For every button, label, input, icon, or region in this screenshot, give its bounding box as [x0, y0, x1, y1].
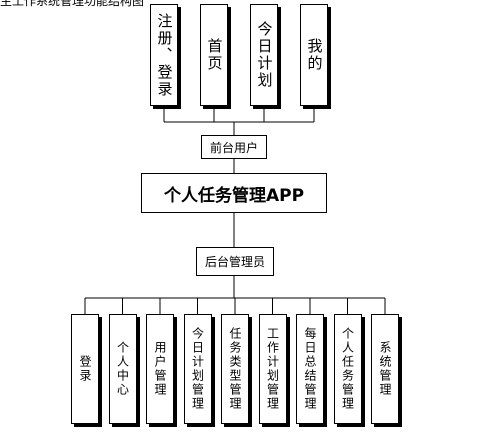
backend-module-label: 工作计划管理	[265, 327, 280, 411]
backend-module-label: 系统管理	[378, 341, 392, 397]
backend-admin-label: 后台管理员	[204, 255, 265, 269]
backend-module-node: 系统管理	[371, 314, 399, 424]
backend-module-label: 任务类型管理	[228, 327, 242, 411]
frontend-module-node: 首页	[200, 4, 228, 106]
backend-module-label: 每日总结管理	[303, 327, 317, 411]
frontend-user-node: 前台用户	[201, 135, 267, 159]
backend-module-node: 任务类型管理	[221, 314, 249, 424]
system-title-node: 个人任务管理APP	[141, 173, 327, 213]
frontend-module-node: 我的	[300, 4, 328, 106]
backend-module-node: 登录	[71, 314, 99, 424]
backend-module-node: 用户管理	[146, 314, 174, 424]
frontend-module-label: 首页	[205, 38, 224, 72]
backend-module-label: 今日计划管理	[190, 327, 205, 411]
frontend-user-label: 前台用户	[209, 140, 258, 155]
backend-module-node: 工作计划管理	[258, 314, 287, 424]
system-title: 个人任务管理APP	[163, 185, 305, 206]
backend-module-node: 今日计划管理	[183, 314, 212, 424]
backend-module-node: 每日总结管理	[296, 314, 324, 424]
frontend-module-node: 注册、登录	[150, 4, 178, 106]
frontend-module-label: 今日计划	[255, 21, 274, 89]
frontend-module-label: 我的	[305, 38, 324, 72]
clipped-caption: 主工作系统管理功能结构图	[0, 0, 145, 8]
backend-module-label: 用户管理	[153, 341, 167, 397]
backend-module-label: 个人中心	[115, 341, 130, 397]
backend-module-label: 个人任务管理	[340, 327, 355, 411]
backend-module-node: 个人任务管理	[333, 314, 362, 424]
backend-module-label: 登录	[78, 355, 92, 383]
frontend-module-label: 注册、登录	[155, 12, 174, 98]
frontend-module-node: 今日计划	[250, 4, 278, 106]
backend-admin-node: 后台管理员	[196, 247, 274, 276]
backend-module-node: 个人中心	[108, 314, 137, 424]
